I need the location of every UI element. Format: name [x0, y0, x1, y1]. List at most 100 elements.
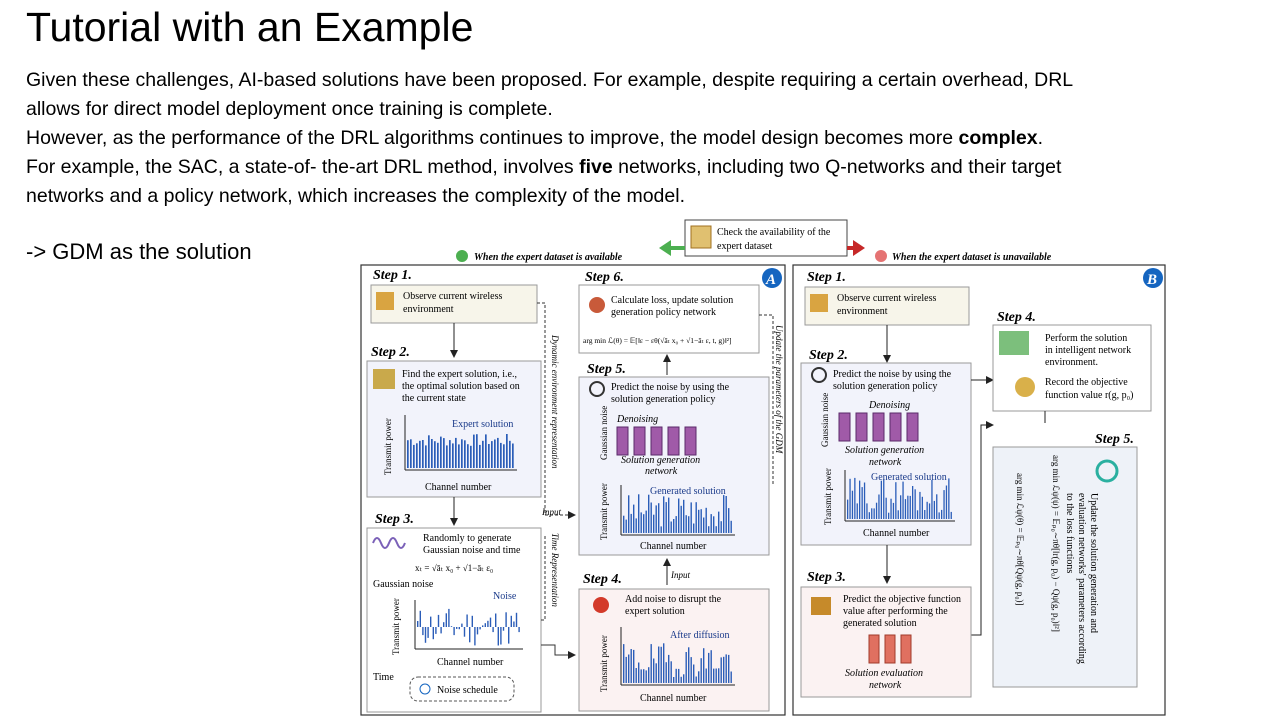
bar [670, 661, 672, 683]
bar [703, 648, 705, 683]
bar [487, 620, 489, 627]
a3-axis-y: Transmit power [391, 598, 401, 655]
a-solgen-line1: Solution generation [621, 455, 700, 466]
bar [623, 515, 625, 533]
a-step5-line1: Predict the noise by using the [611, 382, 730, 393]
bar [948, 478, 950, 519]
panel-a-label: A [765, 272, 776, 288]
bar [474, 627, 476, 646]
b-step4-title: Step 4. [997, 310, 1036, 325]
bar [897, 510, 899, 519]
bar [424, 627, 427, 643]
bar [425, 445, 427, 468]
bar [705, 668, 707, 683]
diffusion-label: After diffusion [670, 630, 730, 641]
eval-block-1 [868, 634, 880, 664]
bar [866, 503, 868, 519]
bar [683, 674, 685, 683]
b-step5-line2: evaluation networks' parameters accordin… [1076, 493, 1087, 664]
bar [466, 614, 468, 627]
bar [713, 668, 715, 683]
paragraph-1a: Given these challenges, AI-based solutio… [26, 69, 1074, 91]
b-step1-line1: Observe current wireless [837, 293, 937, 304]
b-step5-box [992, 446, 1138, 688]
bar [484, 623, 486, 627]
bar [461, 623, 463, 627]
time-representation-label: Time Representation [550, 533, 560, 607]
intelligent-network-icon [999, 331, 1029, 355]
bar [446, 445, 448, 468]
a-step3-line1: Randomly to generate [423, 533, 512, 544]
check-dataset-line1: Check the availability of the [717, 227, 831, 238]
bar [628, 654, 630, 683]
b-formula-1: arg min ℒψ(θ) = 𝔼ₚ₀∼πθ[Qψ(g, p₀)] [1015, 473, 1025, 606]
bar [470, 445, 472, 468]
bar [730, 671, 732, 683]
left-arrow-icon [659, 240, 685, 256]
timer-icon [419, 683, 431, 695]
bar [936, 494, 938, 519]
bar [640, 512, 642, 533]
bar [688, 647, 690, 683]
bar [422, 627, 424, 636]
bar [471, 615, 473, 627]
input-label-top: Input [541, 507, 561, 517]
bar [653, 658, 655, 683]
bar [482, 440, 484, 468]
network-block [650, 426, 663, 456]
a-step2-line3: the current state [402, 393, 466, 404]
bar [643, 669, 645, 683]
bar [663, 643, 665, 683]
bar [434, 441, 436, 468]
bar [688, 516, 690, 533]
paragraph-3-rest: networks, including two Q-networks and t… [612, 156, 1062, 178]
a2-axis-y: Transmit power [383, 418, 393, 475]
bar [685, 515, 687, 533]
bar [655, 663, 657, 683]
network-block [889, 412, 902, 442]
diffusion-chart: After diffusion Transmit power Channel n… [599, 627, 735, 704]
check-icon [456, 250, 468, 262]
a5-axis-x: Channel number [640, 541, 707, 552]
bar [463, 627, 466, 637]
check-dataset-box [684, 219, 848, 257]
bar [685, 652, 687, 683]
paragraph-3-text: For example, the SAC, a state-of- the-ar… [26, 156, 580, 178]
bar [683, 499, 685, 533]
bar [890, 498, 892, 519]
b-soleval-line2: network [869, 680, 902, 691]
bar [902, 481, 904, 519]
bar [443, 438, 445, 468]
bar [941, 509, 943, 519]
bar [432, 627, 434, 640]
b-step2-line1: Predict the noise by using the [833, 369, 952, 380]
a2-axis-x: Channel number [425, 482, 492, 493]
bar [638, 662, 640, 683]
network-block [906, 412, 919, 442]
bar [892, 502, 895, 519]
paragraph-1b: allows for direct model deployment once … [26, 98, 553, 120]
bar [410, 439, 412, 468]
bar [878, 494, 880, 519]
gdm-workflow-diagram: Check the availability of the expert dat… [360, 219, 1166, 716]
bar [645, 670, 647, 683]
bar [440, 627, 442, 634]
bar [416, 443, 418, 468]
bar [673, 677, 675, 683]
bar [476, 434, 478, 468]
bar [648, 667, 650, 683]
paragraph-2-bold: complex [958, 127, 1038, 149]
bar [518, 627, 520, 633]
bar [419, 610, 421, 627]
bar [633, 504, 635, 533]
bar [919, 491, 921, 519]
bar [508, 627, 510, 644]
bar [417, 621, 419, 627]
bar [635, 518, 637, 533]
bar [715, 526, 717, 533]
bar [723, 495, 725, 533]
a4-axis-x: Channel number [640, 693, 707, 704]
bar [720, 657, 722, 683]
eval-block-3 [900, 634, 912, 664]
network-block [667, 426, 680, 456]
